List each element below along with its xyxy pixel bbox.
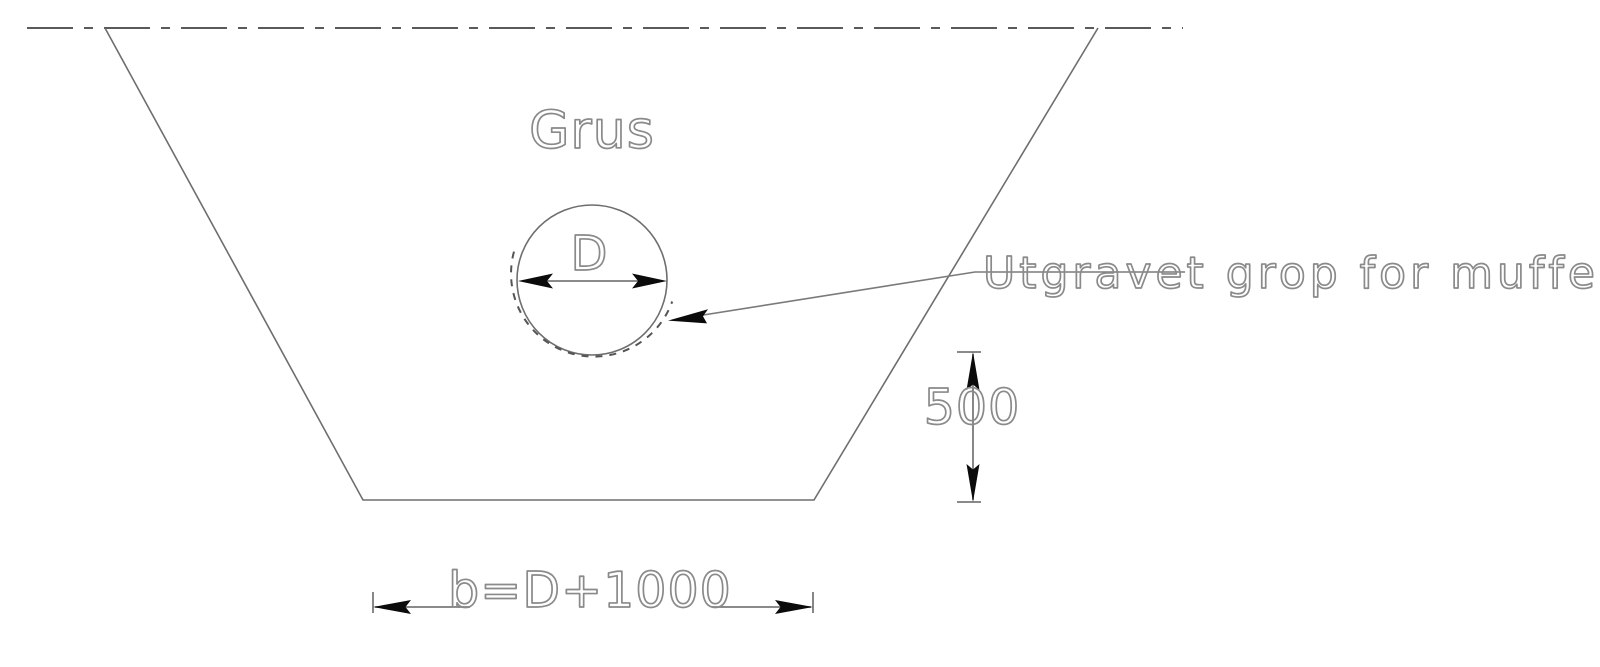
backfill-material-label: Grus: [529, 101, 655, 161]
width-dimension-label: b=D+1000: [448, 562, 732, 619]
width-dimension: [372, 592, 814, 614]
pipe-circle: [516, 204, 668, 356]
pipe-diameter-label: D: [571, 226, 608, 282]
socket-note-leader: [668, 271, 1185, 324]
diameter-arrow-left-icon: [518, 273, 553, 289]
socket-pocket-dashed-arc: [510, 251, 674, 358]
width-arrow-right-icon: [775, 600, 813, 614]
socket-note-leader-line: [677, 271, 1185, 320]
depth-arrow-down-icon: [966, 464, 980, 502]
socket-note-label: Utgravet grop for muffe: [983, 248, 1599, 299]
trench-outline: [104, 27, 1099, 501]
width-arrow-left-icon: [373, 600, 411, 614]
depth-dimension: [957, 351, 981, 503]
diameter-dimension: [518, 273, 667, 289]
depth-dimension-label: 500: [924, 379, 1021, 436]
depth-arrow-up-icon: [966, 352, 980, 390]
socket-note-leader-arrow-icon: [668, 309, 708, 324]
diameter-arrow-right-icon: [632, 273, 667, 289]
